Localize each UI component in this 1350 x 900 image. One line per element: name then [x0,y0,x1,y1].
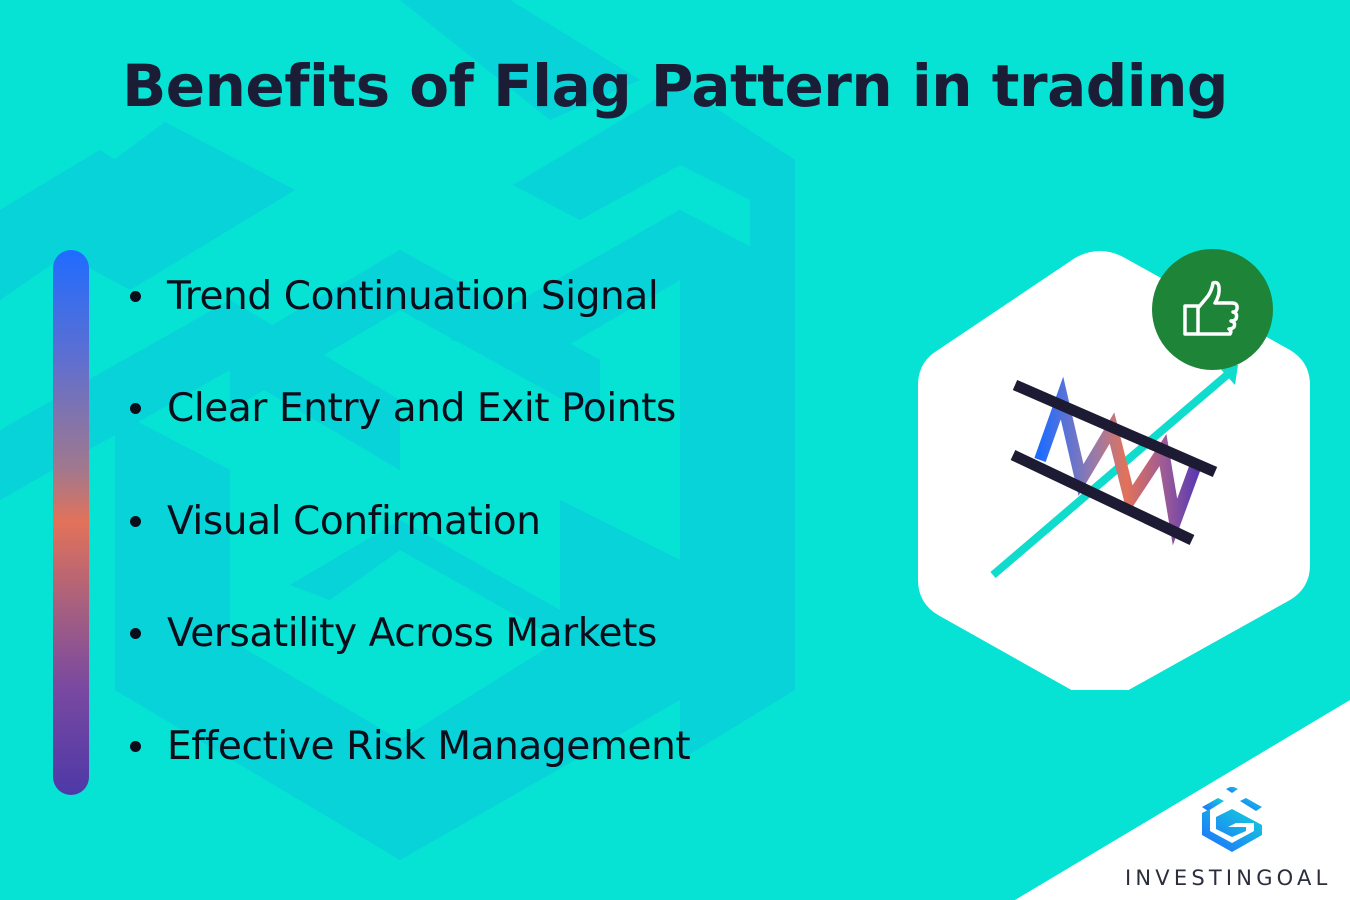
investingoal-logo-icon [1202,787,1262,852]
bullet-icon [130,290,141,302]
thumbs-up-badge [1152,249,1273,370]
thumbs-up-icon [1182,280,1239,336]
benefit-label: Clear Entry and Exit Points [167,386,676,431]
benefit-label: Effective Risk Management [167,723,691,769]
flag-upper-line [1012,379,1218,478]
bullet-icon [130,403,141,414]
benefits-list: Trend Continuation Signal Clear Entry an… [130,265,691,828]
uptrend-arrow-icon [990,365,1238,579]
benefit-label: Visual Confirmation [167,498,541,544]
gradient-accent-bar [53,250,89,795]
page-title: Benefits of Flag Pattern in trading [122,52,1228,120]
benefit-label: Versatility Across Markets [167,611,657,656]
bullet-icon [130,628,141,639]
benefit-item: Clear Entry and Exit Points [130,378,690,440]
flag-lower-line [1010,450,1195,545]
bullet-icon [130,515,141,527]
benefit-label: Trend Continuation Signal [167,273,659,319]
brand-name: INVESTINGOAL [1125,866,1332,890]
benefit-item: Effective Risk Management [130,715,691,777]
benefit-item: Versatility Across Markets [130,603,690,665]
bullet-icon [130,740,141,752]
benefit-item: Visual Confirmation [130,490,690,552]
benefit-item: Trend Continuation Signal [130,265,690,327]
